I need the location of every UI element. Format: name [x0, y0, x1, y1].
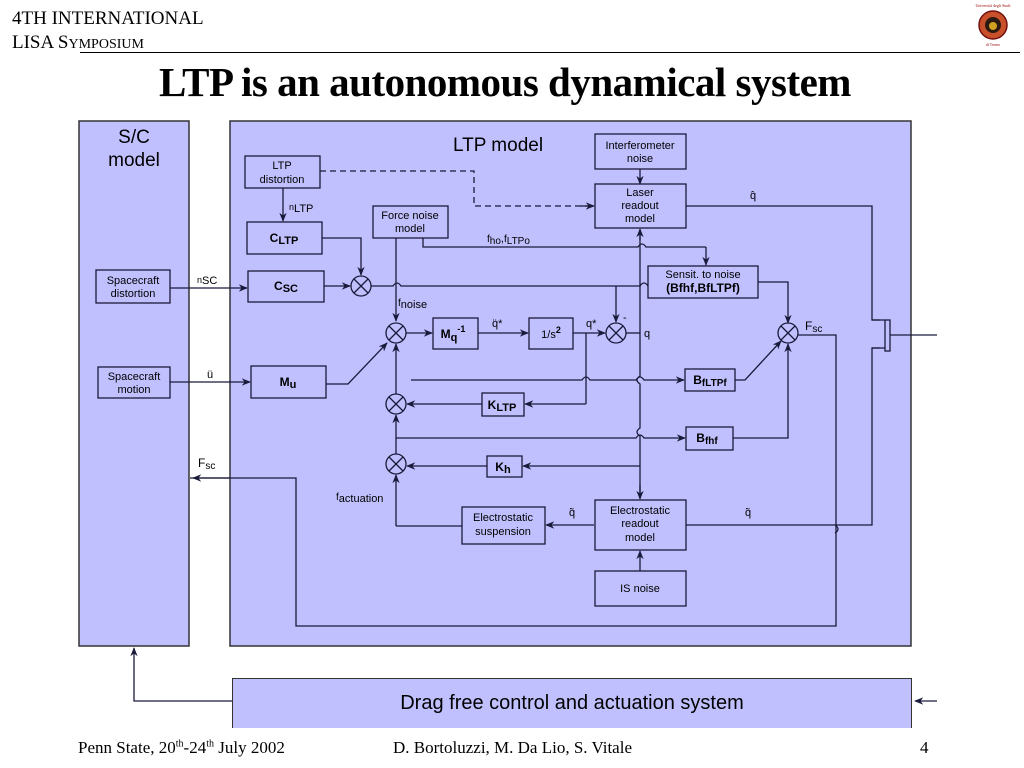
slide-title: LTP is an autonomous dynamical system — [159, 59, 851, 105]
ltp-distortion-block: LTP distortion — [244, 155, 321, 189]
svg-text:Kh: Kh — [495, 460, 511, 476]
b-fltpf-block: BfLTPf — [684, 368, 736, 392]
double-integrator-block: 1/s2 — [528, 317, 574, 350]
m-u-block: Mu — [250, 365, 327, 399]
q-tilde-left-label: q̃ — [569, 507, 575, 519]
spacecraft-motion-block: Spacecraft motion — [97, 366, 171, 399]
k-h-block: Kh — [486, 455, 523, 478]
k-ltp-block: KLTP — [481, 392, 525, 417]
conference-name-line2: LISA SYMPOSIUM — [12, 32, 144, 56]
svg-text:readout: readout — [621, 200, 658, 212]
electrostatic-readout-model-block: Electrostatic readout model — [594, 499, 687, 551]
drag-free-control-block: Drag free control and actuation system — [232, 678, 912, 728]
b-fhf-block: Bfhf — [685, 426, 734, 451]
mq-inverse-block: Mq-1 — [432, 317, 479, 350]
f-sc-return-line — [190, 334, 837, 627]
svg-text:model: model — [625, 532, 655, 544]
q-star-label: q* — [586, 318, 597, 330]
drag-free-to-sc-arrow — [130, 647, 232, 702]
u-ddot-label: ü — [207, 369, 213, 381]
svg-text:model: model — [395, 223, 425, 235]
q-label: q — [644, 328, 650, 340]
bfhf-to-sum-arrow — [733, 343, 792, 439]
f-noise-label: fnoise — [398, 298, 427, 311]
spacecraft-distortion-block: Spacecraft distortion — [95, 269, 171, 304]
university-logo-icon: Università degli Studi di Trento — [975, 3, 1011, 47]
conference-name-prefix: LISA S — [12, 32, 69, 53]
footer-authors: D. Bortoluzzi, M. Da Lio, S. Vitale — [393, 738, 632, 757]
svg-text:LTP: LTP — [272, 160, 291, 172]
svg-text:IS noise: IS noise — [620, 583, 660, 595]
f-sc-left-label: Fsc — [198, 456, 215, 472]
svg-text:Bfhf: Bfhf — [696, 431, 718, 447]
conference-name-line1: 4TH INTERNATIONAL — [12, 8, 204, 29]
ltp-model-title: LTP model — [453, 135, 543, 156]
actuation-feed-line — [396, 434, 660, 439]
svg-text:Sensit. to noise: Sensit. to noise — [665, 269, 740, 281]
svg-text:Spacecraft: Spacecraft — [107, 275, 160, 287]
sc-model-title-line1: S/C — [118, 127, 150, 148]
svg-text:Electrostatic: Electrostatic — [473, 512, 533, 524]
svg-text:Electrostatic: Electrostatic — [610, 505, 670, 517]
svg-text:Interferometer: Interferometer — [605, 140, 674, 152]
is-noise-block: IS noise — [594, 570, 687, 607]
svg-text:suspension: suspension — [475, 526, 531, 538]
logo-crest — [989, 22, 997, 30]
svg-text:distortion: distortion — [111, 288, 156, 300]
svg-text:distortion: distortion — [260, 174, 305, 186]
minus-sign: - — [623, 312, 627, 324]
f-ho-ltpo-line — [422, 238, 706, 248]
sensit-to-noise-block: Sensit. to noise (Bfhf,BfLTPf) — [647, 265, 759, 299]
kltp-feedthrough-line — [411, 376, 660, 381]
svg-text:CSC: CSC — [274, 279, 298, 295]
svg-text:noise: noise — [627, 153, 653, 165]
svg-text:Force noise: Force noise — [381, 210, 438, 222]
n-ltp-label: nLTP — [289, 202, 313, 215]
f-sc-right-label: Fsc — [805, 319, 822, 335]
f-ho-ltpo-label: fho,fLTPo — [487, 233, 530, 247]
ltp-distortion-dashed-line — [320, 170, 594, 207]
q-hat-label: q̂ — [750, 190, 756, 202]
force-noise-model-block: Force noise model — [372, 205, 449, 239]
interferometer-noise-block: Interferometer noise — [594, 133, 687, 170]
footer-page-number: 4 — [920, 738, 929, 757]
q-ddot-star-label: q̈* — [492, 318, 503, 330]
electrostatic-suspension-block: Electrostatic suspension — [461, 506, 546, 545]
summing-junction-fsc — [777, 322, 799, 344]
m-u-to-sum-arrow — [326, 342, 388, 385]
svg-text:Mq-1: Mq-1 — [441, 324, 466, 344]
svg-text:model: model — [625, 213, 655, 225]
distortion-signal-line — [371, 282, 708, 287]
svg-text:CLTP: CLTP — [270, 231, 299, 247]
svg-text:motion: motion — [117, 384, 150, 396]
footer-venue: Penn State, 20th-24th July 2002 — [78, 738, 285, 757]
logo-top-text: Università degli Studi — [975, 3, 1011, 8]
bfltpf-to-sum-arrow — [735, 340, 782, 381]
svg-text:(Bfhf,BfLTPf): (Bfhf,BfLTPf) — [666, 281, 740, 295]
n-sc-label: nSC — [197, 275, 217, 287]
c-ltp-to-sum-arrow — [322, 237, 365, 276]
c-sc-block: CSC — [247, 270, 325, 303]
svg-text:BfLTPf: BfLTPf — [693, 373, 727, 389]
sensit-to-sum-arrow — [758, 281, 792, 324]
header-rule — [80, 52, 1020, 53]
svg-text:Spacecraft: Spacecraft — [108, 371, 161, 383]
svg-text:Laser: Laser — [626, 187, 654, 199]
svg-text:Mu: Mu — [280, 375, 297, 391]
conference-name-smallcaps: YMPOSIUM — [68, 37, 144, 52]
c-ltp-block: CLTP — [246, 221, 323, 255]
svg-text:readout: readout — [621, 518, 658, 530]
logo-bottom-text: di Trento — [986, 42, 1001, 47]
f-actuation-label: factuation — [336, 492, 383, 505]
q-tilde-right-label: q̃ — [745, 507, 751, 519]
svg-text:1/s2: 1/s2 — [541, 325, 561, 341]
sc-model-title-line2: model — [108, 150, 160, 171]
laser-readout-model-block: Laser readout model — [594, 183, 687, 229]
svg-text:KLTP: KLTP — [488, 398, 517, 414]
